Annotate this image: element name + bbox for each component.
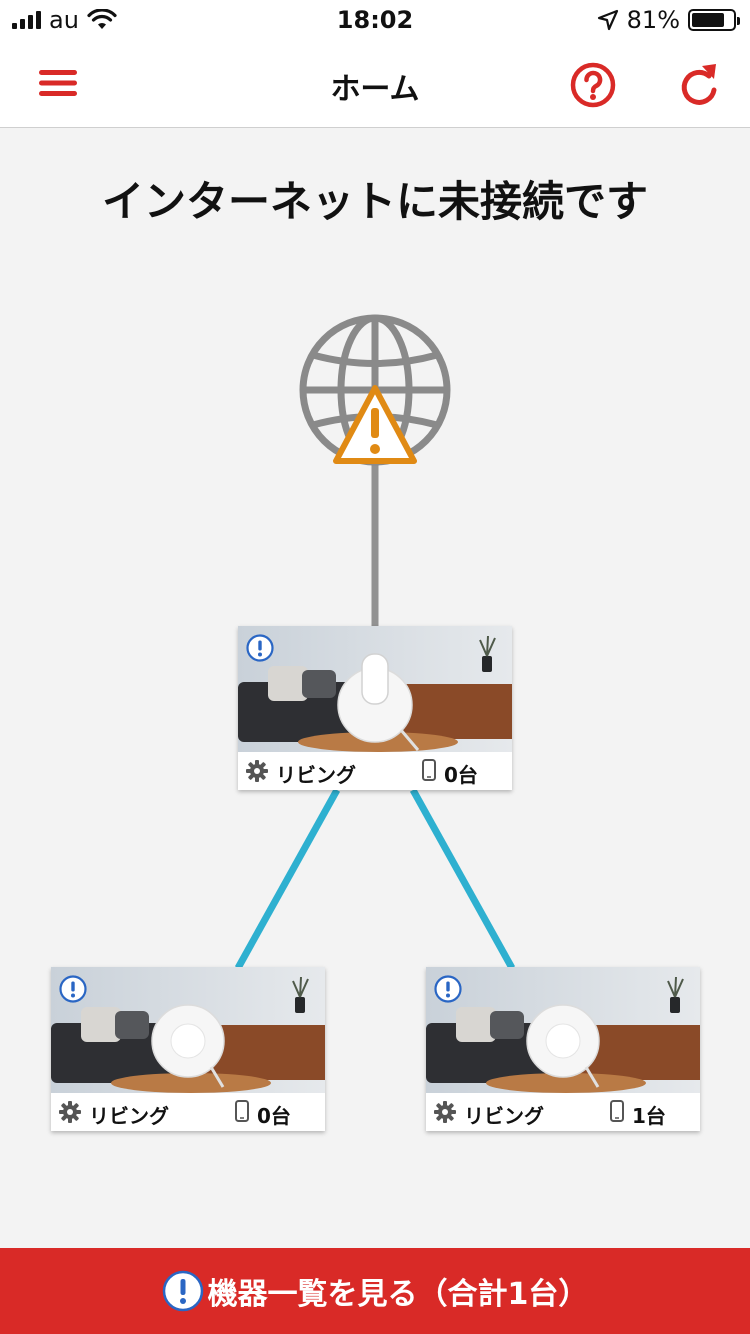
- device-card-info: リビング 0台: [51, 1093, 325, 1131]
- device-card-left[interactable]: リビング 0台: [51, 967, 325, 1131]
- smartphone-icon: [235, 1100, 249, 1122]
- connection-status-headline: インターネットに未接続です: [101, 177, 648, 226]
- alert-info-icon[interactable]: [59, 975, 87, 1003]
- device-card-main[interactable]: リビング 0台: [238, 626, 512, 790]
- status-bar: au 18:02 81%: [0, 0, 750, 40]
- connected-device-count: 0台: [257, 1104, 291, 1128]
- mesh-link-left: [234, 788, 341, 970]
- alert-info-icon: [162, 1270, 203, 1312]
- help-circle-icon[interactable]: [570, 62, 616, 108]
- refresh-icon[interactable]: [676, 60, 722, 110]
- device-name: リビング: [276, 763, 356, 787]
- device-name: リビング: [464, 1104, 544, 1128]
- battery-percent: 81%: [626, 6, 680, 34]
- nav-bar: ホーム: [0, 40, 750, 128]
- warning-triangle-icon: [333, 385, 417, 464]
- gear-icon[interactable]: [434, 1101, 456, 1123]
- location-arrow-icon: [597, 9, 618, 31]
- device-name: リビング: [89, 1104, 169, 1128]
- status-right: 81%: [597, 6, 740, 34]
- battery-icon: [688, 9, 740, 31]
- gear-icon[interactable]: [59, 1101, 81, 1123]
- carrier-label: au: [49, 6, 79, 34]
- smartphone-icon: [422, 759, 436, 781]
- connected-device-count: 0台: [444, 763, 478, 787]
- device-photo: [238, 626, 512, 752]
- alert-info-icon[interactable]: [434, 975, 462, 1003]
- device-card-info: リビング 1台: [426, 1093, 700, 1131]
- hamburger-menu-icon[interactable]: [36, 66, 80, 100]
- smartphone-icon: [610, 1100, 624, 1122]
- gear-icon[interactable]: [246, 760, 268, 782]
- device-photo: [426, 967, 700, 1093]
- wifi-icon: [87, 9, 117, 29]
- device-photo: [51, 967, 325, 1093]
- device-list-label: 機器一覧を見る（合計1台）: [207, 1277, 589, 1312]
- page-title: ホーム: [330, 72, 420, 107]
- signal-icon: [12, 11, 41, 29]
- alert-info-icon[interactable]: [246, 634, 274, 662]
- mesh-link-right: [409, 788, 516, 970]
- device-card-right[interactable]: リビング 1台: [426, 967, 700, 1131]
- status-time: 18:02: [336, 6, 414, 34]
- device-card-info: リビング 0台: [238, 752, 512, 790]
- status-left: au: [12, 6, 117, 34]
- connected-device-count: 1台: [632, 1104, 666, 1128]
- device-list-button[interactable]: 機器一覧を見る（合計1台）: [0, 1248, 750, 1334]
